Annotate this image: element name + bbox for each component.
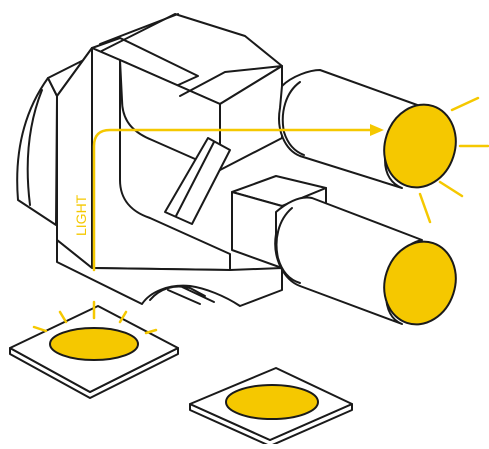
led-left-ray (146, 330, 156, 333)
lower-block-front (232, 192, 282, 268)
led-left-ray (60, 312, 66, 322)
led-left-emitter (50, 328, 138, 360)
upper-output-ray (440, 182, 462, 196)
light-label: LIGHT (73, 194, 89, 236)
housing-left-wing (17, 78, 57, 225)
upper-output-ray (420, 194, 430, 222)
led-right-emitter (226, 385, 318, 419)
led-left-ray (34, 327, 46, 331)
upper-output-ray (452, 98, 478, 110)
